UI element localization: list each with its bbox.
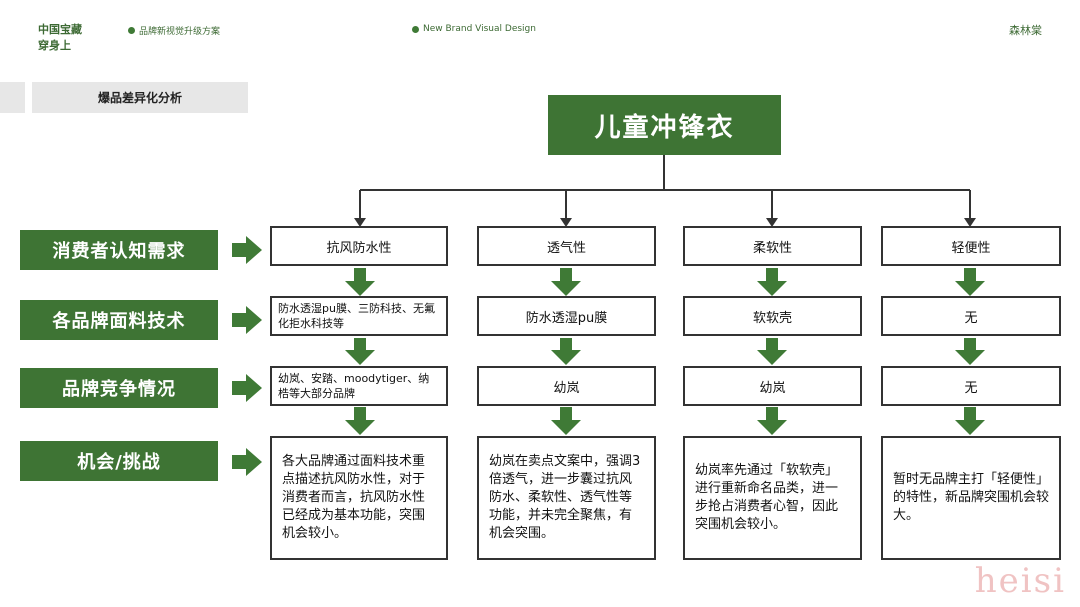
- tech-node: 无: [881, 296, 1061, 336]
- opportunity-node: 幼岚在卖点文案中，强调3倍透气，进一步囊过抗风防水、柔软性、透气性等功能，并未完…: [477, 436, 656, 560]
- opportunity-node: 暂时无品牌主打「轻便性」的特性，新品牌突围机会较大。: [881, 436, 1061, 560]
- competition-node: 幼岚、安踏、moodytiger、纳梏等大部分品牌: [270, 366, 448, 406]
- diagram-root-node: 儿童冲锋衣: [548, 95, 781, 155]
- tech-node: 软软壳: [683, 296, 862, 336]
- need-node: 抗风防水性: [270, 226, 448, 266]
- tech-node: 防水透湿pu膜、三防科技、无氟化拒水科技等: [270, 296, 448, 336]
- watermark: heisi: [974, 561, 1066, 601]
- header-tag-left-text: 品牌新视觉升级方案: [139, 27, 221, 37]
- opportunity-node: 各大品牌通过面料技术重点描述抗风防水性，对于消费者而言，抗风防水性已经成为基本功…: [270, 436, 448, 560]
- competition-node: 幼岚: [477, 366, 656, 406]
- need-node: 轻便性: [881, 226, 1061, 266]
- tree-arrowheads: [354, 218, 976, 227]
- section-title: 爆品差异化分析: [32, 82, 248, 113]
- header-brand-right: 森林棠: [1009, 24, 1042, 37]
- right-arrows: [232, 236, 262, 476]
- header-tag-center-text: New Brand Visual Design: [423, 24, 536, 34]
- tree-lines: [359, 155, 971, 222]
- category-opportunity: 机会/挑战: [20, 441, 218, 481]
- category-competition: 品牌竞争情况: [20, 368, 218, 408]
- competition-node: 无: [881, 366, 1061, 406]
- bullet-dot-icon: [128, 27, 135, 34]
- opportunity-node: 幼岚率先通过「软软壳」进行重新命名品类，进一步抢占消费者心智，因此突围机会较小。: [683, 436, 862, 560]
- competition-node: 幼岚: [683, 366, 862, 406]
- need-node: 柔软性: [683, 226, 862, 266]
- category-consumer-needs: 消费者认知需求: [20, 230, 218, 270]
- brand-line-2: 穿身上: [38, 39, 71, 52]
- down-arrows: [345, 268, 985, 435]
- brand-logo-text: 中国宝藏 穿身上: [38, 22, 82, 54]
- need-node: 透气性: [477, 226, 656, 266]
- section-bar-decoration: [0, 82, 25, 113]
- category-fabric-tech: 各品牌面料技术: [20, 300, 218, 340]
- header-tag-center: New Brand Visual Design: [412, 24, 536, 34]
- brand-line-1: 中国宝藏: [38, 23, 82, 36]
- header-tag-left: 品牌新视觉升级方案: [128, 24, 220, 37]
- bullet-dot-icon: [412, 25, 419, 33]
- tech-node: 防水透湿pu膜: [477, 296, 656, 336]
